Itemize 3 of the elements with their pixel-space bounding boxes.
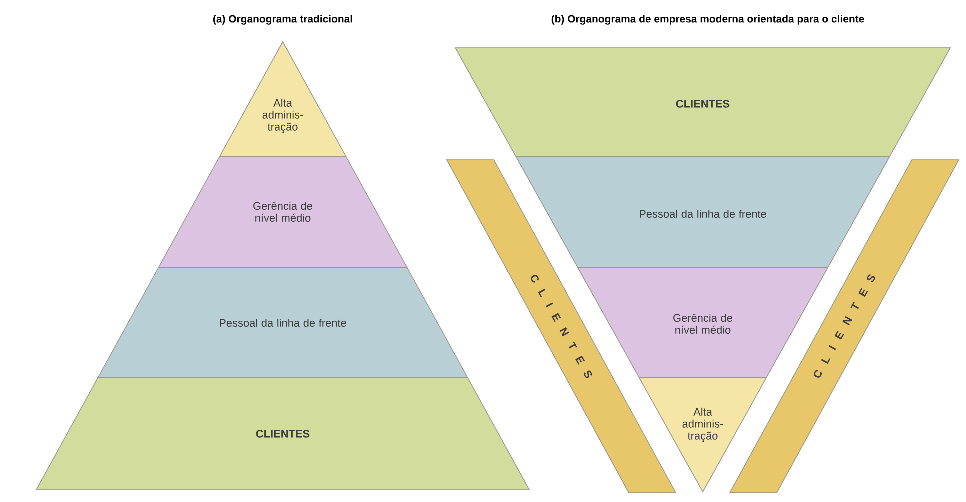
pyramid-band: Pessoal da linha de frente: [516, 156, 890, 268]
panel-title: (a) Organograma tradicional: [213, 15, 352, 25]
panel-title: (b) Organograma de empresa moderna orientada para o cliente: [552, 15, 864, 25]
